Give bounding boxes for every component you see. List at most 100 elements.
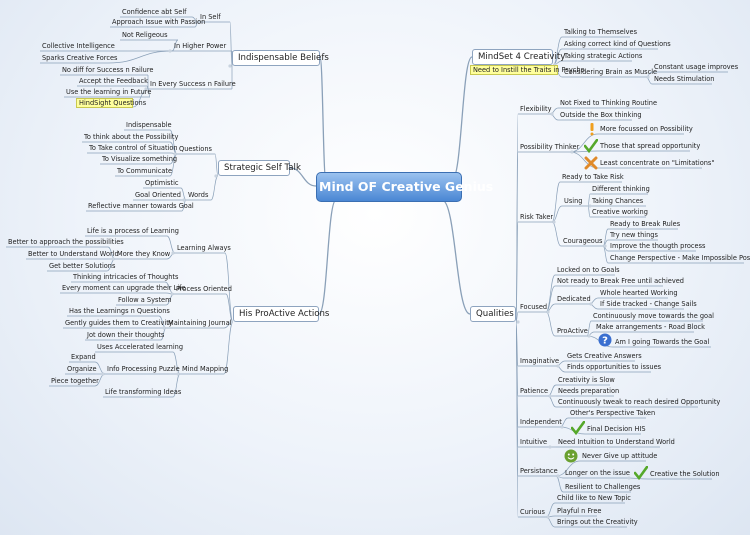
- collapse-dot[interactable]: [587, 334, 591, 338]
- node-words[interactable]: Words: [188, 191, 209, 199]
- node-taking-strategic-actions[interactable]: Taking strategic Actions: [564, 52, 643, 60]
- node-patience[interactable]: Patience: [520, 387, 549, 395]
- node-ready-to-break-rules[interactable]: Ready to Break Rules: [610, 220, 681, 228]
- node-mind-mapping[interactable]: Mind Mapping: [182, 365, 229, 373]
- node-need-to-instill-the-traits-in-psyche[interactable]: Need to Instill the Traits in Psyche: [470, 65, 585, 75]
- node-better-to-understand-world[interactable]: Better to Understand World: [28, 250, 119, 258]
- node-intuitive[interactable]: Intuitive: [520, 438, 548, 446]
- node-questions[interactable]: Questions: [179, 145, 212, 153]
- node-am-i-going-towards-the-goal[interactable]: Am I going Towards the Goal: [615, 338, 710, 346]
- node-creativity-is-slow[interactable]: Creativity is Slow: [558, 376, 615, 384]
- collapse-dot[interactable]: [588, 204, 592, 208]
- node-not-religeous[interactable]: Not Religeous: [122, 31, 168, 39]
- collapse-dot[interactable]: [171, 251, 175, 255]
- collapse-dot[interactable]: [176, 372, 180, 376]
- node-asking-correct-kind-of-questions[interactable]: Asking correct kind of Questions: [564, 40, 671, 48]
- node-info-processing-puzzle[interactable]: Info Processing Puzzle: [107, 365, 180, 373]
- node-follow-a-system[interactable]: Follow a System: [118, 296, 172, 304]
- node-every-moment-can-upgrade-their-life[interactable]: Every moment can upgrade their Life: [62, 284, 186, 292]
- main-branch-qualities[interactable]: Qualities: [470, 306, 516, 322]
- node-flexibility[interactable]: Flexibility: [520, 105, 552, 113]
- node-maintaining-journal[interactable]: Maintaining Journal: [168, 319, 232, 327]
- node-process-oriented[interactable]: Process Oriented: [176, 285, 232, 293]
- node-those-that-spread-opportunity[interactable]: Those that spread opportunity: [600, 142, 701, 150]
- collapse-dot[interactable]: [168, 49, 172, 53]
- node-organize[interactable]: Organize: [67, 365, 97, 373]
- collapse-dot[interactable]: [170, 292, 174, 296]
- node-reflective-manner-towards-goal[interactable]: Reflective manner towards Goal: [88, 202, 194, 210]
- collapse-dot[interactable]: [228, 64, 232, 68]
- collapse-dot[interactable]: [560, 425, 564, 429]
- node-persistance[interactable]: Persistance: [520, 467, 558, 475]
- node-life-is-a-process-of-learning[interactable]: Life is a process of Learning: [87, 227, 179, 235]
- node-playful-n-free[interactable]: Playful n Free: [557, 507, 602, 515]
- collapse-dot[interactable]: [182, 198, 186, 202]
- node-if-side-tracked-change-sails[interactable]: If Side tracked - Change Sails: [600, 300, 697, 308]
- node-whole-hearted-working[interactable]: Whole hearted Working: [600, 289, 678, 297]
- node-thinking-intricacies-of-thoughts[interactable]: Thinking intricacies of Thoughts: [73, 273, 179, 281]
- node-taking-chances[interactable]: Taking Chances: [592, 197, 644, 205]
- node-approach-issue-with-passion[interactable]: Approach Issue with Passion: [112, 18, 206, 26]
- node-creative-the-solution[interactable]: Creative the Solution: [650, 470, 720, 478]
- collapse-dot[interactable]: [603, 244, 607, 248]
- node-jot-down-their-thoughts[interactable]: Jot down their thoughts: [87, 331, 165, 339]
- node-to-take-control-of-situation[interactable]: To Take control of Situation: [89, 144, 178, 152]
- node-to-visualize-something[interactable]: To Visualize something: [102, 155, 178, 163]
- collapse-dot[interactable]: [229, 320, 233, 324]
- collapse-dot[interactable]: [550, 112, 554, 116]
- node-more-they-know[interactable]: More they Know: [117, 250, 171, 258]
- node-piece-together[interactable]: Piece together: [51, 377, 99, 385]
- node-gets-creative-answers[interactable]: Gets Creative Answers: [567, 352, 642, 360]
- node-change-perspective-make-impossible-possi[interactable]: Change Perspective - Make Impossible Pos…: [610, 254, 750, 262]
- node-considering-brain-as-muscle[interactable]: Considering Brain as Muscle: [564, 68, 658, 76]
- node-possibility-thinker[interactable]: Possibility Thinker: [520, 143, 580, 151]
- collapse-dot[interactable]: [516, 320, 520, 324]
- node-proactive[interactable]: ProActive: [557, 327, 588, 335]
- node-make-arrangements-road-block[interactable]: Make arrangements - Road Block: [596, 323, 705, 331]
- node-expand[interactable]: Expand: [71, 353, 96, 361]
- collapse-dot[interactable]: [552, 220, 556, 224]
- node-in-self[interactable]: In Self: [200, 13, 221, 21]
- node-optimistic[interactable]: Optimistic: [145, 179, 179, 187]
- node-continuously-move-towards-the-goal[interactable]: Continuously move towards the goal: [593, 312, 714, 320]
- main-branch-indispensable-beliefs[interactable]: Indispensable Beliefs: [232, 50, 329, 66]
- node-outside-the-box-thinking[interactable]: Outside the Box thinking: [560, 111, 642, 119]
- node-uses-accelerated-learning[interactable]: Uses Accelerated learning: [97, 343, 184, 351]
- collapse-dot[interactable]: [570, 150, 574, 154]
- node-get-better-solutions[interactable]: Get better Solutions: [49, 262, 116, 270]
- node-final-decision-his[interactable]: Final Decision HIS: [587, 425, 646, 433]
- node-creative-working[interactable]: Creative working: [592, 208, 648, 216]
- main-branch-his-proactive-actions[interactable]: His ProActive Actions: [233, 306, 329, 322]
- node-use-the-learning-in-future[interactable]: Use the learning in Future: [66, 88, 152, 96]
- main-branch-strategic-self-talk[interactable]: Strategic Self Talk: [218, 160, 301, 176]
- collapse-dot[interactable]: [589, 302, 593, 306]
- collapse-dot[interactable]: [556, 474, 560, 478]
- collapse-dot[interactable]: [646, 75, 650, 79]
- collapse-dot[interactable]: [548, 445, 552, 449]
- node-continuously-tweak-to-reach-desired-oppo[interactable]: Continuously tweak to reach desired Oppo…: [558, 398, 721, 406]
- node-constant-usage-improves[interactable]: Constant usage improves: [654, 63, 739, 71]
- node-curious[interactable]: Curious: [520, 508, 545, 516]
- node-confidence-abt-self[interactable]: Confidence abt Self: [122, 8, 187, 16]
- node-try-new-things[interactable]: Try new things: [610, 231, 658, 239]
- central-topic[interactable]: Mind OF Creative Genius: [316, 172, 493, 202]
- collapse-dot[interactable]: [548, 394, 552, 398]
- collapse-dot[interactable]: [556, 364, 560, 368]
- node-collective-intelligence[interactable]: Collective Intelligence: [42, 42, 115, 50]
- node-longer-on-the-issue[interactable]: Longer on the issue: [565, 469, 630, 477]
- node-locked-on-to-goals[interactable]: Locked on to Goals: [557, 266, 620, 274]
- node-more-focussed-on-possibility[interactable]: More focussed on Possibility: [600, 125, 693, 133]
- collapse-dot[interactable]: [214, 174, 218, 178]
- node-to-communicate[interactable]: To Communicate: [117, 167, 173, 175]
- node-no-diff-for-success-n-failure[interactable]: No diff for Success n Failure: [62, 66, 154, 74]
- collapse-dot[interactable]: [111, 257, 115, 261]
- node-independent[interactable]: Independent: [520, 418, 562, 426]
- collapse-dot[interactable]: [162, 326, 166, 330]
- node-ready-to-take-risk[interactable]: Ready to Take Risk: [562, 173, 624, 181]
- collapse-dot[interactable]: [194, 20, 198, 24]
- node-sparks-creative-forces[interactable]: Sparks Creative Forces: [42, 54, 118, 62]
- node-brings-out-the-creativity[interactable]: Brings out the Creativity: [557, 518, 638, 526]
- node-not-fixed-to-thinking-routine[interactable]: Not Fixed to Thinking Routine: [560, 99, 658, 107]
- node-resilient-to-challenges[interactable]: Resilient to Challenges: [565, 483, 641, 491]
- node-other-s-perspective-taken[interactable]: Other's Perspective Taken: [570, 409, 656, 417]
